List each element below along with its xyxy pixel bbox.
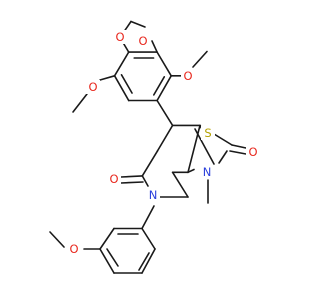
bond <box>213 133 233 146</box>
bond <box>113 75 130 102</box>
atom-label-bg <box>136 34 150 48</box>
bond <box>151 40 158 53</box>
bond <box>229 150 247 155</box>
oxygen-atom: O <box>109 172 118 186</box>
bond <box>141 248 156 274</box>
bond <box>99 227 115 250</box>
bond <box>231 144 247 149</box>
bonds <box>49 20 247 274</box>
bond <box>156 51 172 77</box>
bond <box>49 231 65 248</box>
bond <box>99 248 115 274</box>
bond <box>113 51 130 77</box>
bond <box>218 150 228 164</box>
atom-label-bg <box>107 172 121 186</box>
bond <box>192 50 208 68</box>
bond <box>156 124 174 152</box>
atom-label-bg <box>146 188 160 202</box>
oxygen-atom: O <box>138 34 147 48</box>
oxygen-atom: O <box>88 80 97 94</box>
bond <box>141 150 159 177</box>
atom-label-bg <box>181 69 195 83</box>
atom-label-bg <box>201 126 215 140</box>
atom-label-bg <box>246 145 260 159</box>
atom-label-bg <box>67 242 81 256</box>
nitrogen-atom: N <box>203 165 212 179</box>
molecule-diagram: O O O O S O O N N O <box>49 20 260 274</box>
bond <box>141 205 155 230</box>
bond <box>130 20 146 28</box>
bond <box>120 175 144 178</box>
bond <box>194 128 215 165</box>
oxygen-atom: O <box>183 69 192 83</box>
oxygen-atom: O <box>248 145 257 159</box>
atom-label-bg <box>86 80 100 94</box>
bond <box>120 74 133 94</box>
atom-label-bg <box>113 30 127 44</box>
oxygen-atom: O <box>69 242 78 256</box>
nitrogen-atom: N <box>149 188 158 202</box>
molecule-canvas: O O O O S O O N N O <box>49 20 260 274</box>
bond <box>106 248 119 267</box>
atom-label-bg <box>200 165 214 179</box>
bond <box>141 175 149 187</box>
bond <box>72 93 88 113</box>
oxygen-atom: O <box>115 30 124 44</box>
bond <box>138 252 150 271</box>
bond <box>99 75 116 81</box>
bond <box>120 181 144 184</box>
atom-labels: O O O O S O O N N O <box>67 30 260 256</box>
bond <box>153 76 166 96</box>
bond <box>187 124 201 174</box>
bond <box>171 171 189 198</box>
bond <box>141 227 156 250</box>
bond <box>156 75 172 102</box>
bond <box>187 168 195 174</box>
sulfur-atom: S <box>204 126 211 140</box>
bond <box>156 99 174 127</box>
